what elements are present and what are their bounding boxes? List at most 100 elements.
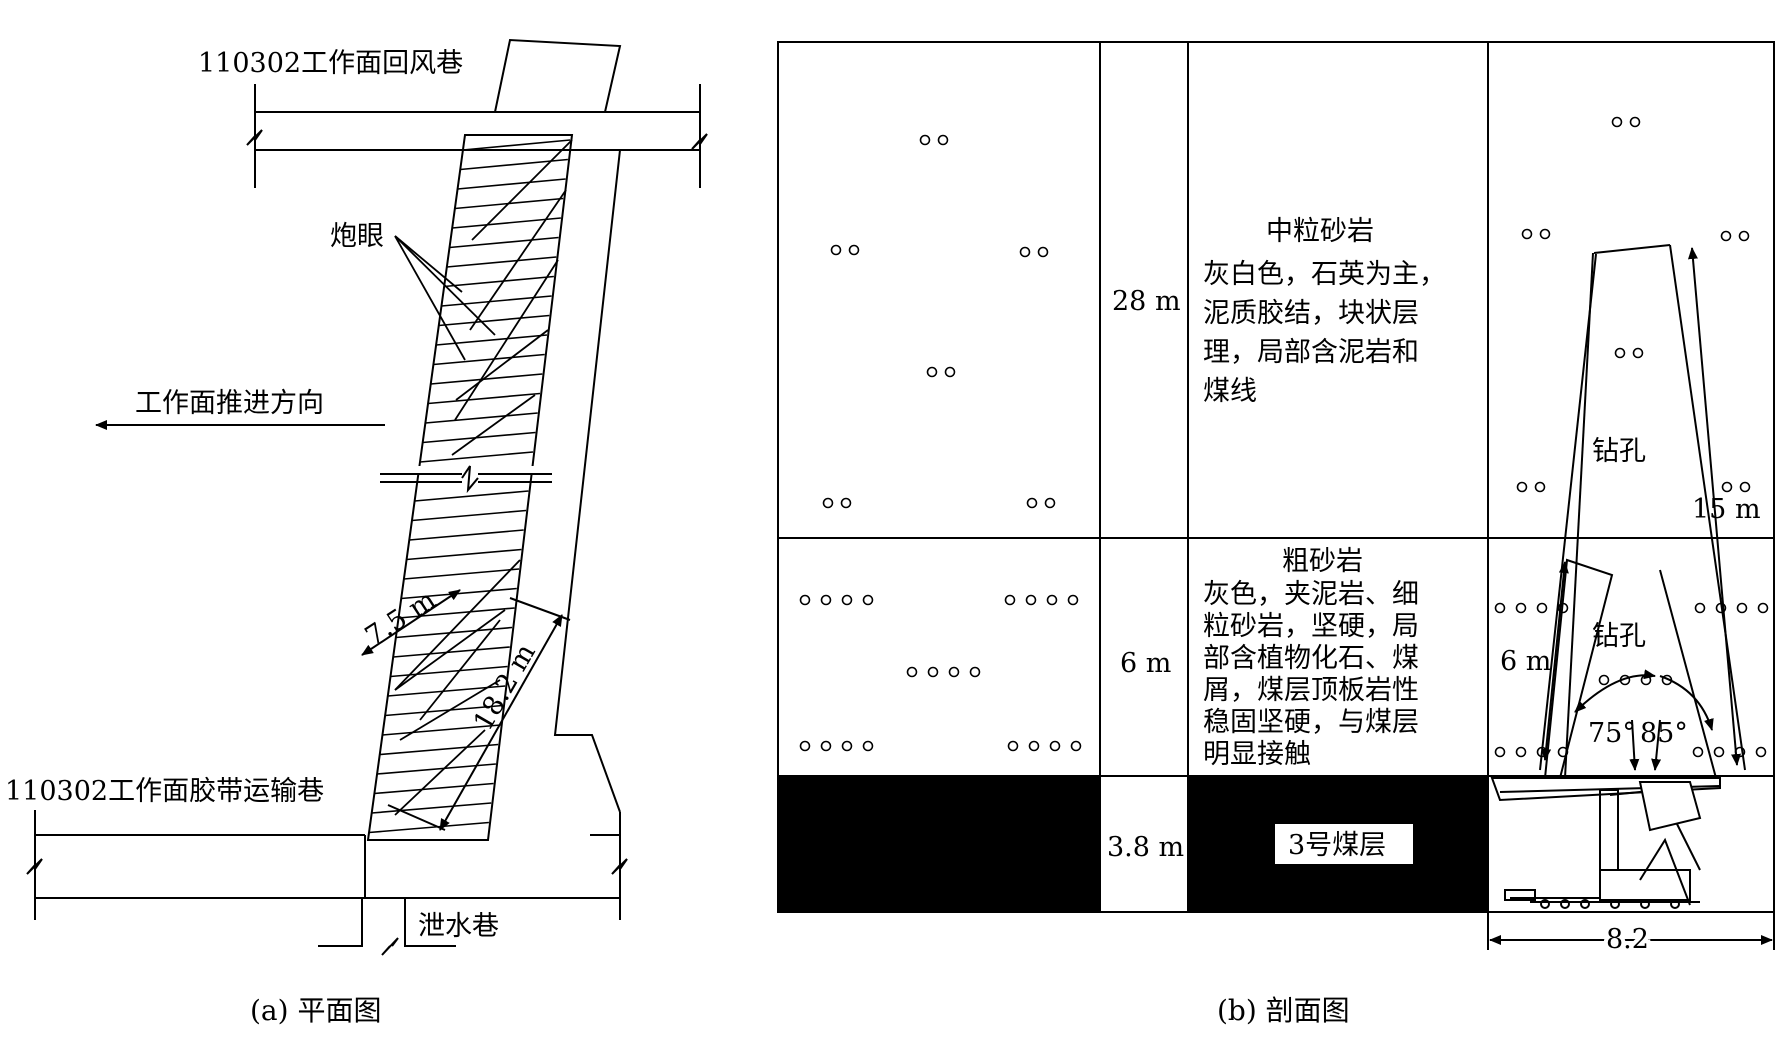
hatch-line (419, 451, 534, 463)
belt-roadway (26, 810, 628, 920)
layer-1-desc-4: 煤线 (1203, 376, 1257, 407)
label-angle-75: 75° (1588, 718, 1636, 749)
rock-symbol (1692, 746, 1704, 758)
rock-symbol (1713, 746, 1725, 758)
rock-symbol (1049, 740, 1061, 752)
rock-symbol (1025, 594, 1037, 606)
blast-hole-line (469, 189, 567, 331)
hatch-line (411, 509, 527, 522)
caption-plan: (a) 平面图 (250, 994, 381, 1027)
hatch-line (379, 743, 499, 756)
rock-symbol (926, 366, 938, 378)
rock-symbol (1611, 116, 1623, 128)
face-break-mark (380, 465, 552, 494)
rock-symbol (1755, 746, 1767, 758)
rock-symbol (969, 666, 981, 678)
rock-symbol (1067, 594, 1079, 606)
layer-2-desc-4: 屑，煤层顶板岩性 (1203, 675, 1419, 706)
layer-1-name: 中粒砂岩 (1266, 216, 1374, 247)
rock-symbol (906, 666, 918, 678)
hatch-line (433, 353, 545, 366)
section-view (777, 41, 1775, 913)
rock-symbol (841, 740, 853, 752)
hatch-line (422, 431, 536, 444)
label-15m: 15 m (1692, 494, 1761, 525)
rock-symbol (1614, 347, 1626, 359)
hatch-line (371, 802, 492, 814)
rock-symbol (1494, 746, 1506, 758)
rock-symbol (1515, 746, 1527, 758)
rock-symbol (1070, 740, 1082, 752)
plan-labels: 110302工作面回风巷 炮眼 工作面推进方向 7.5 m 18.2 m 110… (5, 48, 542, 1027)
rock-symbol (1694, 602, 1706, 614)
layer-1-desc-2: 泥质胶结，块状层 (1203, 298, 1419, 329)
hatch-line (449, 236, 559, 249)
rock-symbol (1640, 674, 1652, 686)
rock-symbol (944, 366, 956, 378)
hatch-line (457, 178, 566, 190)
hatch-line (452, 217, 561, 229)
blast-hole-line (454, 259, 559, 421)
rock-symbol (1721, 481, 1733, 493)
rock-symbol (1757, 602, 1769, 614)
label-drain-roadway: 泄水巷 (418, 911, 499, 942)
dimension-18-2m (387, 597, 571, 831)
blast-hole-line (471, 139, 573, 241)
rock-symbol (1515, 602, 1527, 614)
rock-symbol (822, 497, 834, 509)
rock-symbol (799, 594, 811, 606)
rock-symbol (1739, 481, 1751, 493)
label-borehole-upper: 钻孔 (1592, 436, 1646, 467)
hatch-line (425, 412, 538, 424)
blast-hole-line (451, 394, 536, 456)
rock-symbol (1632, 347, 1644, 359)
rock-symbol (1044, 497, 1056, 509)
rock-symbol (840, 497, 852, 509)
rock-symbol (1007, 740, 1019, 752)
caption-section: (b) 剖面图 (1217, 994, 1350, 1027)
rock-symbol (1536, 602, 1548, 614)
drain-roadway (318, 898, 456, 956)
hatch-line (390, 665, 508, 678)
hatch-line (462, 139, 571, 151)
layer-1-desc-1: 灰白色，石英为主， (1203, 259, 1446, 290)
rock-symbol (1046, 594, 1058, 606)
label-dim-18-2m: 18.2 m (468, 639, 542, 736)
hatch-line (428, 392, 541, 405)
rock-symbol (1534, 481, 1546, 493)
thickness-layer-1: 28 m (1112, 286, 1181, 317)
layer-2-name: 粗砂岩 (1282, 546, 1363, 577)
drilling-rig-icon (1490, 777, 1721, 909)
rock-symbol (1539, 228, 1551, 240)
layer-3-name: 3号煤层 (1288, 830, 1386, 861)
layer-1-desc-3: 理，局部含泥岩和 (1203, 337, 1419, 368)
hatch-line (446, 256, 557, 268)
hatch-line (414, 490, 529, 502)
rock-symbol (1019, 246, 1031, 258)
rock-symbol (1028, 740, 1040, 752)
hatch-line (409, 529, 524, 541)
layer-2-desc-6: 明显接触 (1203, 739, 1311, 770)
section-labels: 28 m 6 m 3.8 m 中粒砂岩 灰白色，石英为主， 泥质胶结，块状层 理… (1107, 216, 1761, 1027)
label-belt-roadway: 110302工作面胶带运输巷 (5, 776, 324, 807)
thickness-layer-3: 3.8 m (1107, 832, 1184, 863)
hatch-line (444, 275, 554, 288)
label-return-airway: 110302工作面回风巷 (198, 48, 463, 79)
label-width: 8.2 (1606, 924, 1649, 955)
hatch-line (430, 373, 543, 385)
rock-symbol (1516, 481, 1528, 493)
rock-symbol (1720, 230, 1732, 242)
hatch-line (406, 548, 522, 561)
coal-seam-left (777, 775, 1101, 913)
rock-symbol (1736, 602, 1748, 614)
plan-view (26, 38, 708, 956)
rock-symbol (862, 740, 874, 752)
layer-2-desc-5: 稳固坚硬，与煤层 (1203, 707, 1419, 738)
thickness-layer-2: 6 m (1120, 648, 1171, 679)
label-advance-direction: 工作面推进方向 (135, 388, 324, 419)
rock-symbol (1598, 674, 1610, 686)
rock-symbol (799, 740, 811, 752)
layer-2-desc-1: 灰色，夹泥岩、细 (1203, 579, 1419, 610)
rock-symbol (1738, 230, 1750, 242)
rock-symbol (848, 244, 860, 256)
